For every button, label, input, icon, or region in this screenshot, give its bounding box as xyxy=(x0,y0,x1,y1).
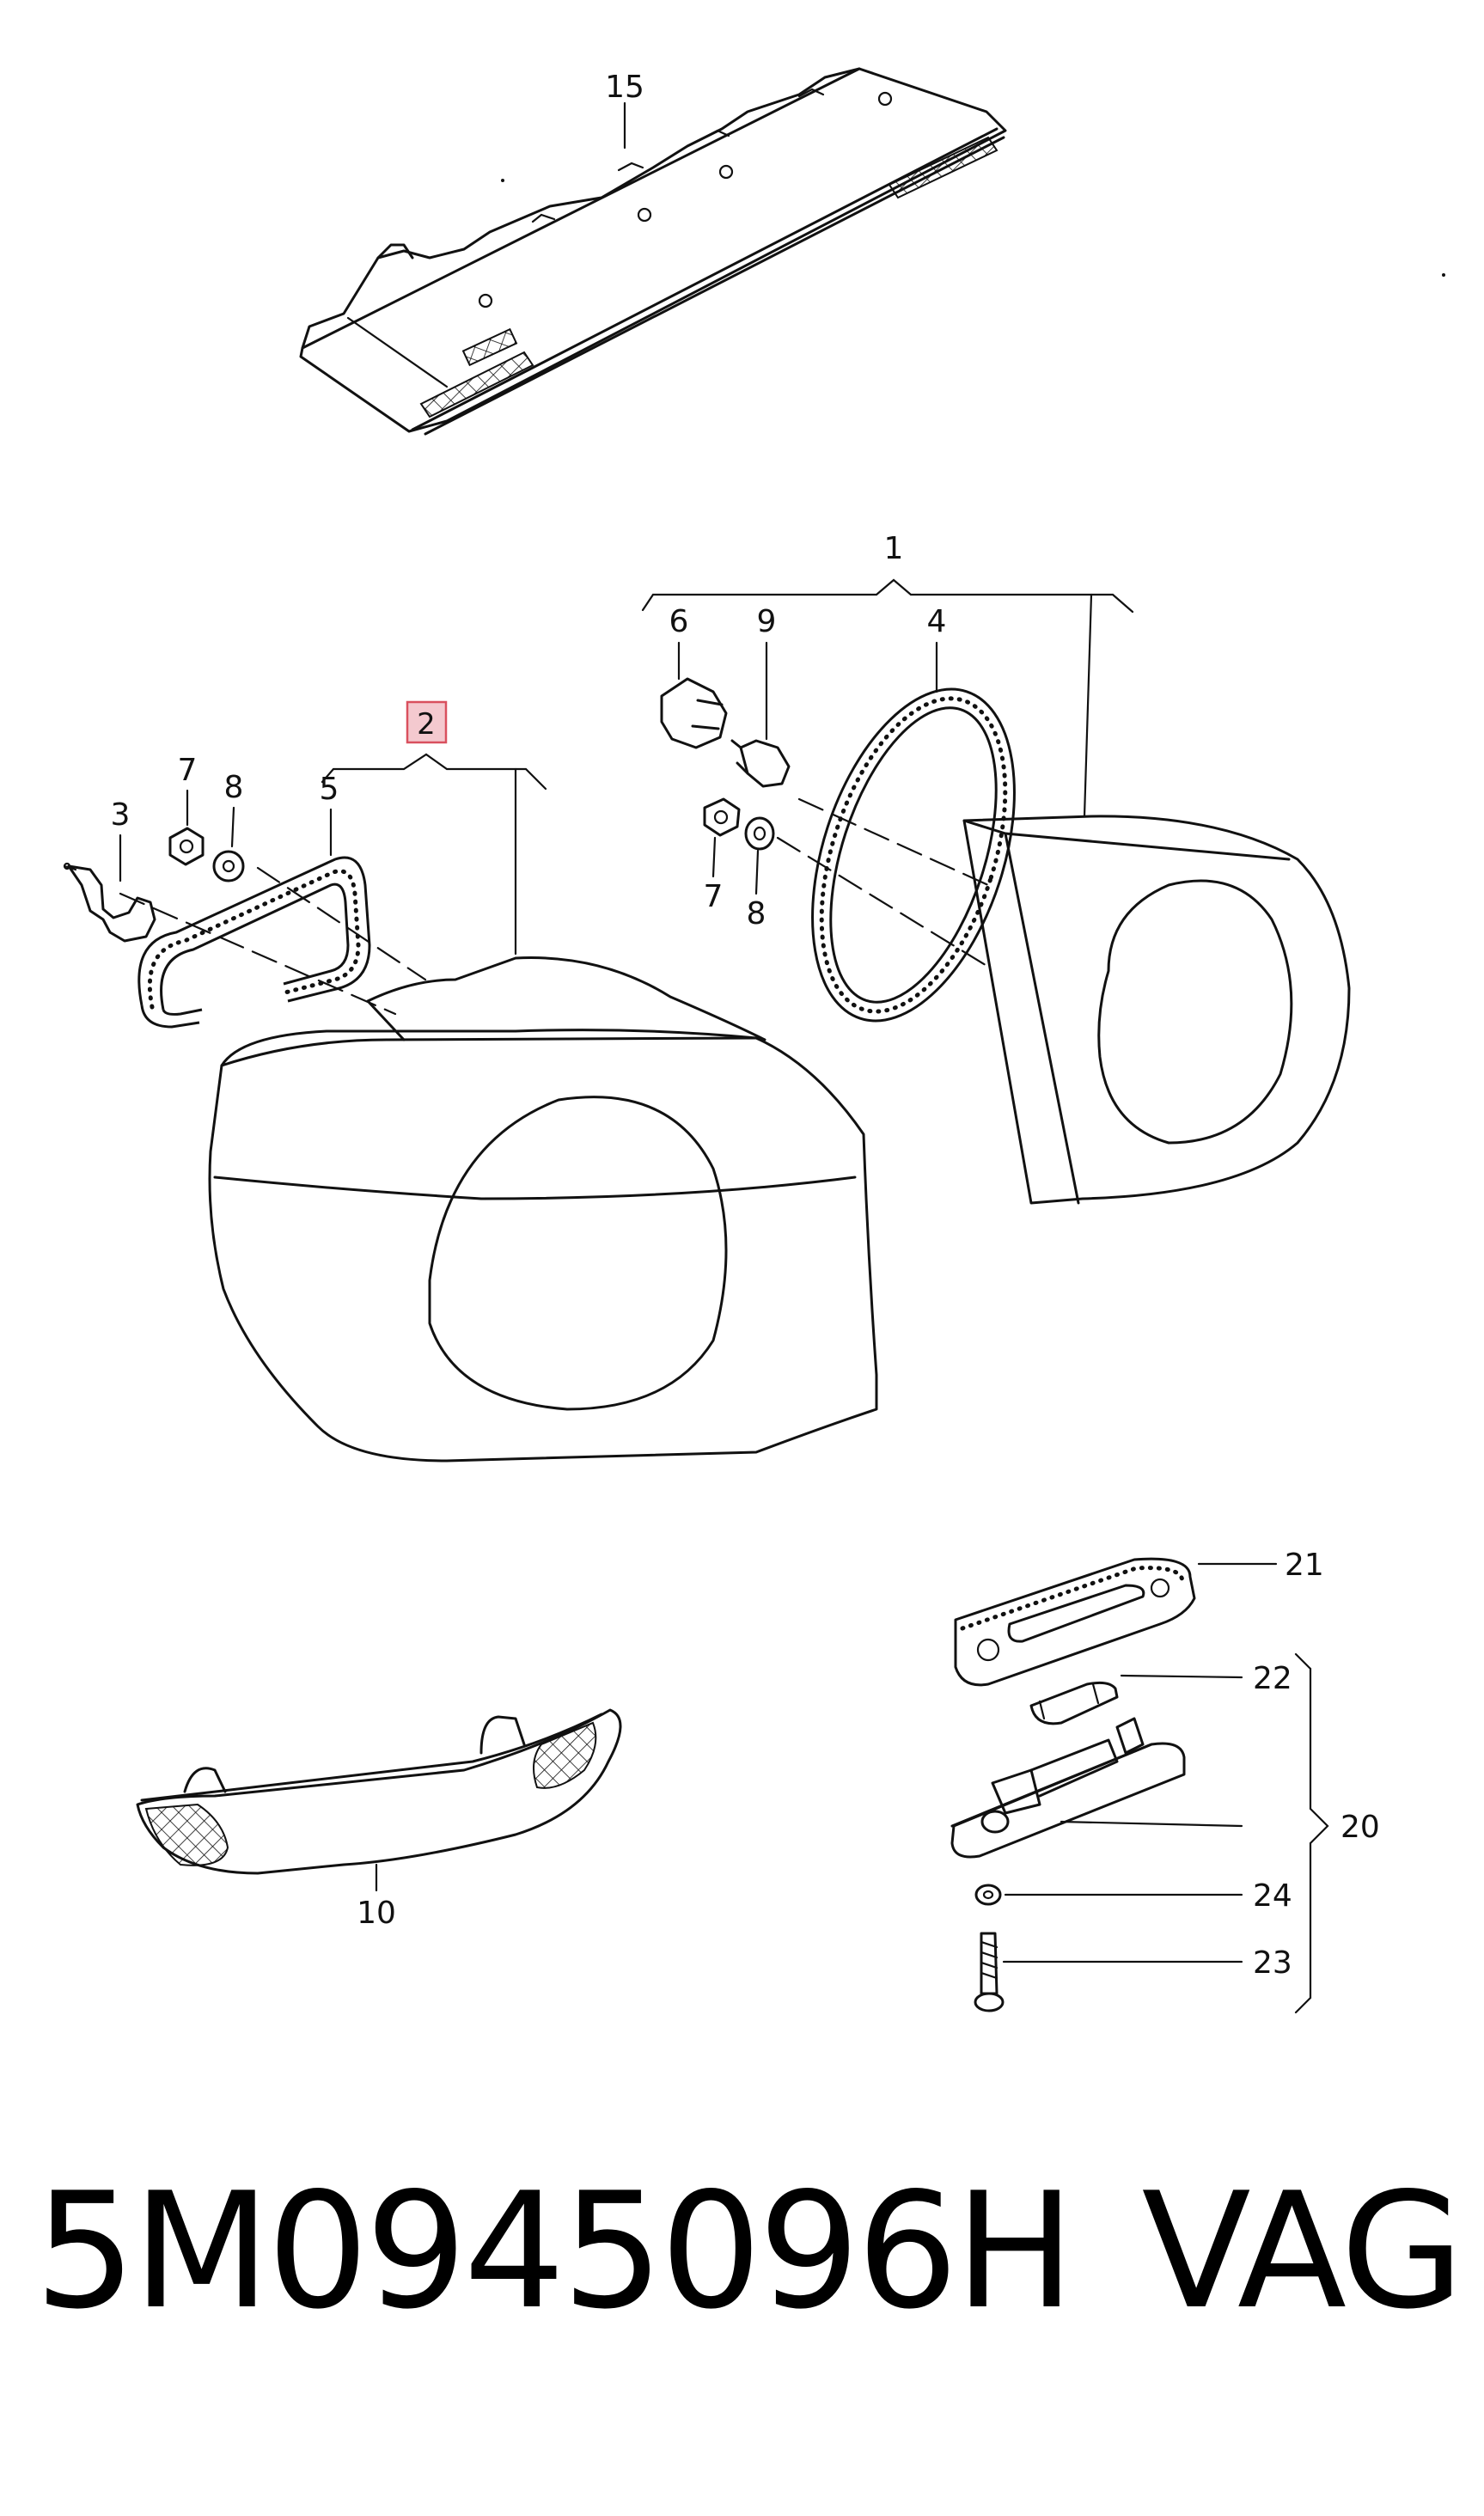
brake-light-icon xyxy=(299,67,1007,436)
callout-7a: 7 xyxy=(178,753,198,788)
callout-8b: 8 xyxy=(747,896,766,931)
nut-icon xyxy=(703,797,741,837)
callout-4: 4 xyxy=(927,604,947,639)
gasket-icon xyxy=(811,687,1016,1023)
callout-9: 9 xyxy=(757,604,777,639)
washer-icon xyxy=(744,816,775,851)
callout-15: 15 xyxy=(605,70,644,105)
bulb-holder-icon xyxy=(660,677,728,749)
parts-diagram: 15 1 6 9 4 7 8 xyxy=(63,67,1445,2014)
tail-light-icon xyxy=(962,815,1351,1205)
callout-5: 5 xyxy=(320,772,339,807)
callout-2: 2 xyxy=(417,707,436,742)
callout-21: 21 xyxy=(1285,1548,1324,1583)
callout-22: 22 xyxy=(1253,1661,1292,1696)
callout-1: 1 xyxy=(884,531,904,566)
callout-8a: 8 xyxy=(224,770,244,805)
nut-icon xyxy=(168,827,205,866)
callout-23: 23 xyxy=(1253,1945,1292,1981)
callout-7b: 7 xyxy=(704,879,724,914)
gasket-icon xyxy=(137,856,371,1029)
washer-icon xyxy=(212,850,245,882)
tail-light-icon xyxy=(208,956,878,1463)
callout-10: 10 xyxy=(357,1896,396,1931)
callout-20: 20 xyxy=(1340,1810,1380,1845)
callout-6: 6 xyxy=(669,604,689,639)
callout-2-highlight xyxy=(406,700,448,744)
caption: 5M0945096H VAG xyxy=(34,2158,1464,2344)
part-number: 5M0945096H xyxy=(34,2158,1075,2344)
reflector-icon xyxy=(136,1708,622,1875)
brand: VAG xyxy=(1141,2158,1464,2344)
bulb-icon xyxy=(730,739,791,788)
callout-3: 3 xyxy=(111,797,131,833)
callout-24: 24 xyxy=(1253,1878,1292,1914)
bulb-holder-icon xyxy=(63,862,156,943)
plate-light-icon xyxy=(950,1557,1196,2012)
